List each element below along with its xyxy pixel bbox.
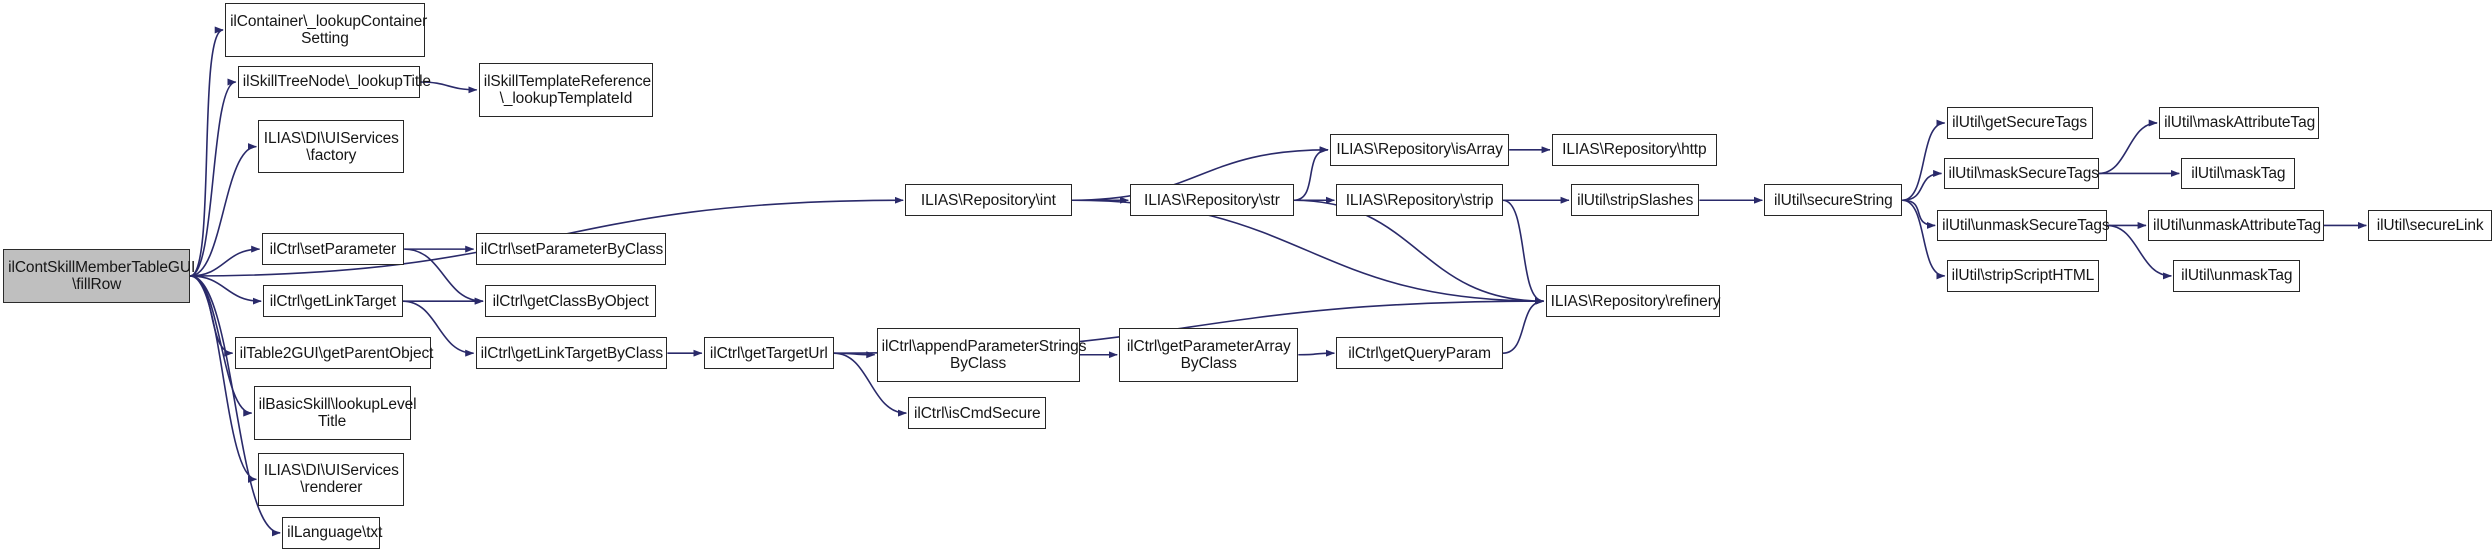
graph-edge-secureString-to-unmaskSecureTags	[1902, 199, 1936, 229]
graph-edge-repoStrip-to-repoRefinery	[1502, 199, 1545, 305]
graph-node-label: ILIAS\Repository\int	[920, 191, 1056, 209]
graph-node-uiFactory[interactable]: ILIAS\DI\UIServices \factory	[258, 119, 405, 174]
graph-edge-getParameterArrayByClass-to-getQueryParam	[1298, 349, 1335, 357]
graph-node-label: ilUtil\stripScriptHTML	[1951, 267, 2095, 285]
graph-node-label: ILIAS\Repository\str	[1143, 191, 1280, 209]
graph-node-label: ilTable2GUI\getParentObject	[239, 344, 434, 362]
graph-node-label: ilUtil\secureString	[1773, 191, 1893, 209]
graph-edge-root-to-getLinkTarget	[190, 275, 262, 305]
graph-edge-secureString-to-getSecureTags	[1902, 119, 1946, 202]
graph-node-label: ilBasicSkill\lookupLevel Title	[258, 396, 417, 431]
graph-node-uiRenderer[interactable]: ILIAS\DI\UIServices \renderer	[258, 452, 405, 507]
graph-node-label: ILIAS\Repository\isArray	[1336, 141, 1503, 159]
graph-node-repoRefinery[interactable]: ILIAS\Repository\refinery	[1545, 285, 1721, 317]
graph-node-repoIsArray[interactable]: ILIAS\Repository\isArray	[1330, 134, 1510, 166]
graph-node-stripScriptHTML[interactable]: ilUtil\stripScriptHTML	[1946, 260, 2099, 292]
graph-edge-setParameter-to-getClassByObject	[404, 248, 484, 305]
graph-node-langTxt[interactable]: ilLanguage\txt	[282, 517, 383, 549]
graph-node-label: ilUtil\unmaskAttributeTag	[2153, 216, 2322, 234]
graph-node-label: ILIAS\Repository\http	[1562, 141, 1707, 159]
graph-node-getTargetUrl[interactable]: ilCtrl\getTargetUrl	[703, 337, 834, 369]
graph-node-secureLink[interactable]: ilUtil\secureLink	[2368, 209, 2492, 242]
graph-node-label: ilCtrl\getParameterArray ByClass	[1126, 337, 1291, 372]
graph-node-lookupTemplateId[interactable]: ilSkillTemplateReference \_lookupTemplat…	[478, 63, 654, 117]
graph-node-secureString[interactable]: ilUtil\secureString	[1764, 184, 1903, 216]
graph-node-setParameterByClass[interactable]: ilCtrl\setParameterByClass	[475, 233, 666, 265]
graph-edge-maskSecureTags-to-maskAttributeTag	[2098, 119, 2158, 175]
graph-node-label: ilCtrl\setParameter	[269, 240, 397, 258]
graph-node-unmaskSecureTags[interactable]: ilUtil\unmaskSecureTags	[1937, 209, 2110, 242]
graph-node-lookupTitle[interactable]: ilSkillTreeNode\_lookupTitle	[237, 66, 431, 98]
graph-edge-root-to-lookupTitle	[189, 78, 237, 277]
graph-node-maskTag[interactable]: ilUtil\maskTag	[2181, 157, 2296, 190]
graph-node-getLinkTarget[interactable]: ilCtrl\getLinkTarget	[263, 285, 403, 317]
graph-node-label: ilUtil\stripSlashes	[1577, 191, 1694, 209]
graph-node-label: ilSkillTreeNode\_lookupTitle	[242, 73, 431, 91]
graph-node-lookupContainerSetting[interactable]: ilContainer\_lookupContainer Setting	[225, 3, 428, 57]
graph-node-getSecureTags[interactable]: ilUtil\getSecureTags	[1946, 107, 2093, 139]
graph-node-getLinkTargetByClass[interactable]: ilCtrl\getLinkTargetByClass	[475, 337, 668, 369]
graph-node-label: ilCtrl\setParameterByClass	[480, 240, 664, 258]
graph-node-label: ilLanguage\txt	[287, 524, 383, 542]
graph-node-maskAttributeTag[interactable]: ilUtil\maskAttributeTag	[2159, 107, 2320, 139]
graph-node-label: ILIAS\Repository\strip	[1345, 191, 1494, 209]
graph-node-label: ilUtil\unmaskSecureTags	[1942, 216, 2110, 234]
graph-node-unmaskAttributeTag[interactable]: ilUtil\unmaskAttributeTag	[2148, 209, 2324, 242]
graph-edge-root-to-uiFactory	[190, 143, 257, 277]
graph-edge-root-to-getParentObject	[190, 275, 234, 357]
graph-node-label: ilCtrl\getQueryParam	[1348, 344, 1491, 362]
graph-node-label: ilCtrl\isCmdSecure	[914, 404, 1041, 422]
graph-node-label: ilUtil\unmaskTag	[2181, 267, 2293, 285]
graph-node-repoStrip[interactable]: ILIAS\Repository\strip	[1336, 184, 1503, 216]
graph-node-label: ilCtrl\getClassByObject	[492, 292, 649, 310]
graph-node-getQueryParam[interactable]: ilCtrl\getQueryParam	[1336, 337, 1503, 369]
graph-node-repoInt[interactable]: ILIAS\Repository\int	[905, 184, 1072, 216]
graph-node-repoStr[interactable]: ILIAS\Repository\str	[1130, 184, 1294, 216]
graph-node-isCmdSecure[interactable]: ilCtrl\isCmdSecure	[908, 397, 1047, 429]
graph-edge-getTargetUrl-to-appendParameterStrings	[833, 351, 876, 359]
graph-node-lookupLevelTitle[interactable]: ilBasicSkill\lookupLevel Title	[253, 386, 417, 440]
graph-edge-root-to-lookupContainerSetting	[189, 26, 224, 277]
graph-node-setParameter[interactable]: ilCtrl\setParameter	[261, 233, 405, 265]
graph-edge-root-to-setParameter	[190, 245, 261, 277]
graph-node-label: ilCtrl\getLinkTargetByClass	[480, 344, 664, 362]
graph-node-label: ilContSkillMemberTableGUI \fillRow	[8, 258, 196, 293]
graph-node-label: ilUtil\secureLink	[2376, 216, 2484, 234]
graph-node-unmaskTag[interactable]: ilUtil\unmaskTag	[2173, 260, 2301, 292]
graph-node-getClassByObject[interactable]: ilCtrl\getClassByObject	[485, 285, 657, 317]
graph-edge-getQueryParam-to-repoRefinery	[1502, 297, 1545, 354]
graph-node-label: ILIAS\DI\UIServices \factory	[263, 129, 399, 164]
graph-edge-secureString-to-maskSecureTags	[1902, 169, 1943, 202]
graph-node-label: ilUtil\maskSecureTags	[1948, 164, 2099, 182]
graph-node-stripSlashes[interactable]: ilUtil\stripSlashes	[1570, 184, 1700, 216]
graph-node-label: ILIAS\Repository\refinery	[1550, 292, 1721, 310]
graph-node-label: ilUtil\maskAttributeTag	[2164, 114, 2316, 132]
graph-node-label: ilCtrl\getTargetUrl	[709, 344, 828, 362]
graph-node-label: ilContainer\_lookupContainer Setting	[230, 12, 428, 47]
graph-node-root[interactable]: ilContSkillMemberTableGUI \fillRow	[3, 249, 196, 303]
graph-edge-repoStr-to-repoIsArray	[1293, 146, 1329, 202]
graph-node-getParentObject[interactable]: ilTable2GUI\getParentObject	[234, 337, 434, 369]
graph-node-label: ilSkillTemplateReference \_lookupTemplat…	[483, 72, 652, 107]
graph-node-repoHttp[interactable]: ILIAS\Repository\http	[1551, 134, 1717, 166]
graph-node-label: ilUtil\getSecureTags	[1952, 114, 2088, 132]
graph-node-appendParameterStrings[interactable]: ilCtrl\appendParameterStrings ByClass	[876, 327, 1087, 382]
graph-node-label: ILIAS\DI\UIServices \renderer	[263, 462, 399, 497]
graph-node-label: ilCtrl\getLinkTarget	[269, 292, 397, 310]
graph-node-label: ilUtil\maskTag	[2191, 164, 2286, 182]
graph-edge-root-to-uiRenderer	[190, 275, 257, 483]
graph-node-maskSecureTags[interactable]: ilUtil\maskSecureTags	[1943, 157, 2099, 190]
graph-node-label: ilCtrl\appendParameterStrings ByClass	[881, 337, 1087, 372]
graph-node-getParameterArrayByClass[interactable]: ilCtrl\getParameterArray ByClass	[1119, 327, 1299, 382]
